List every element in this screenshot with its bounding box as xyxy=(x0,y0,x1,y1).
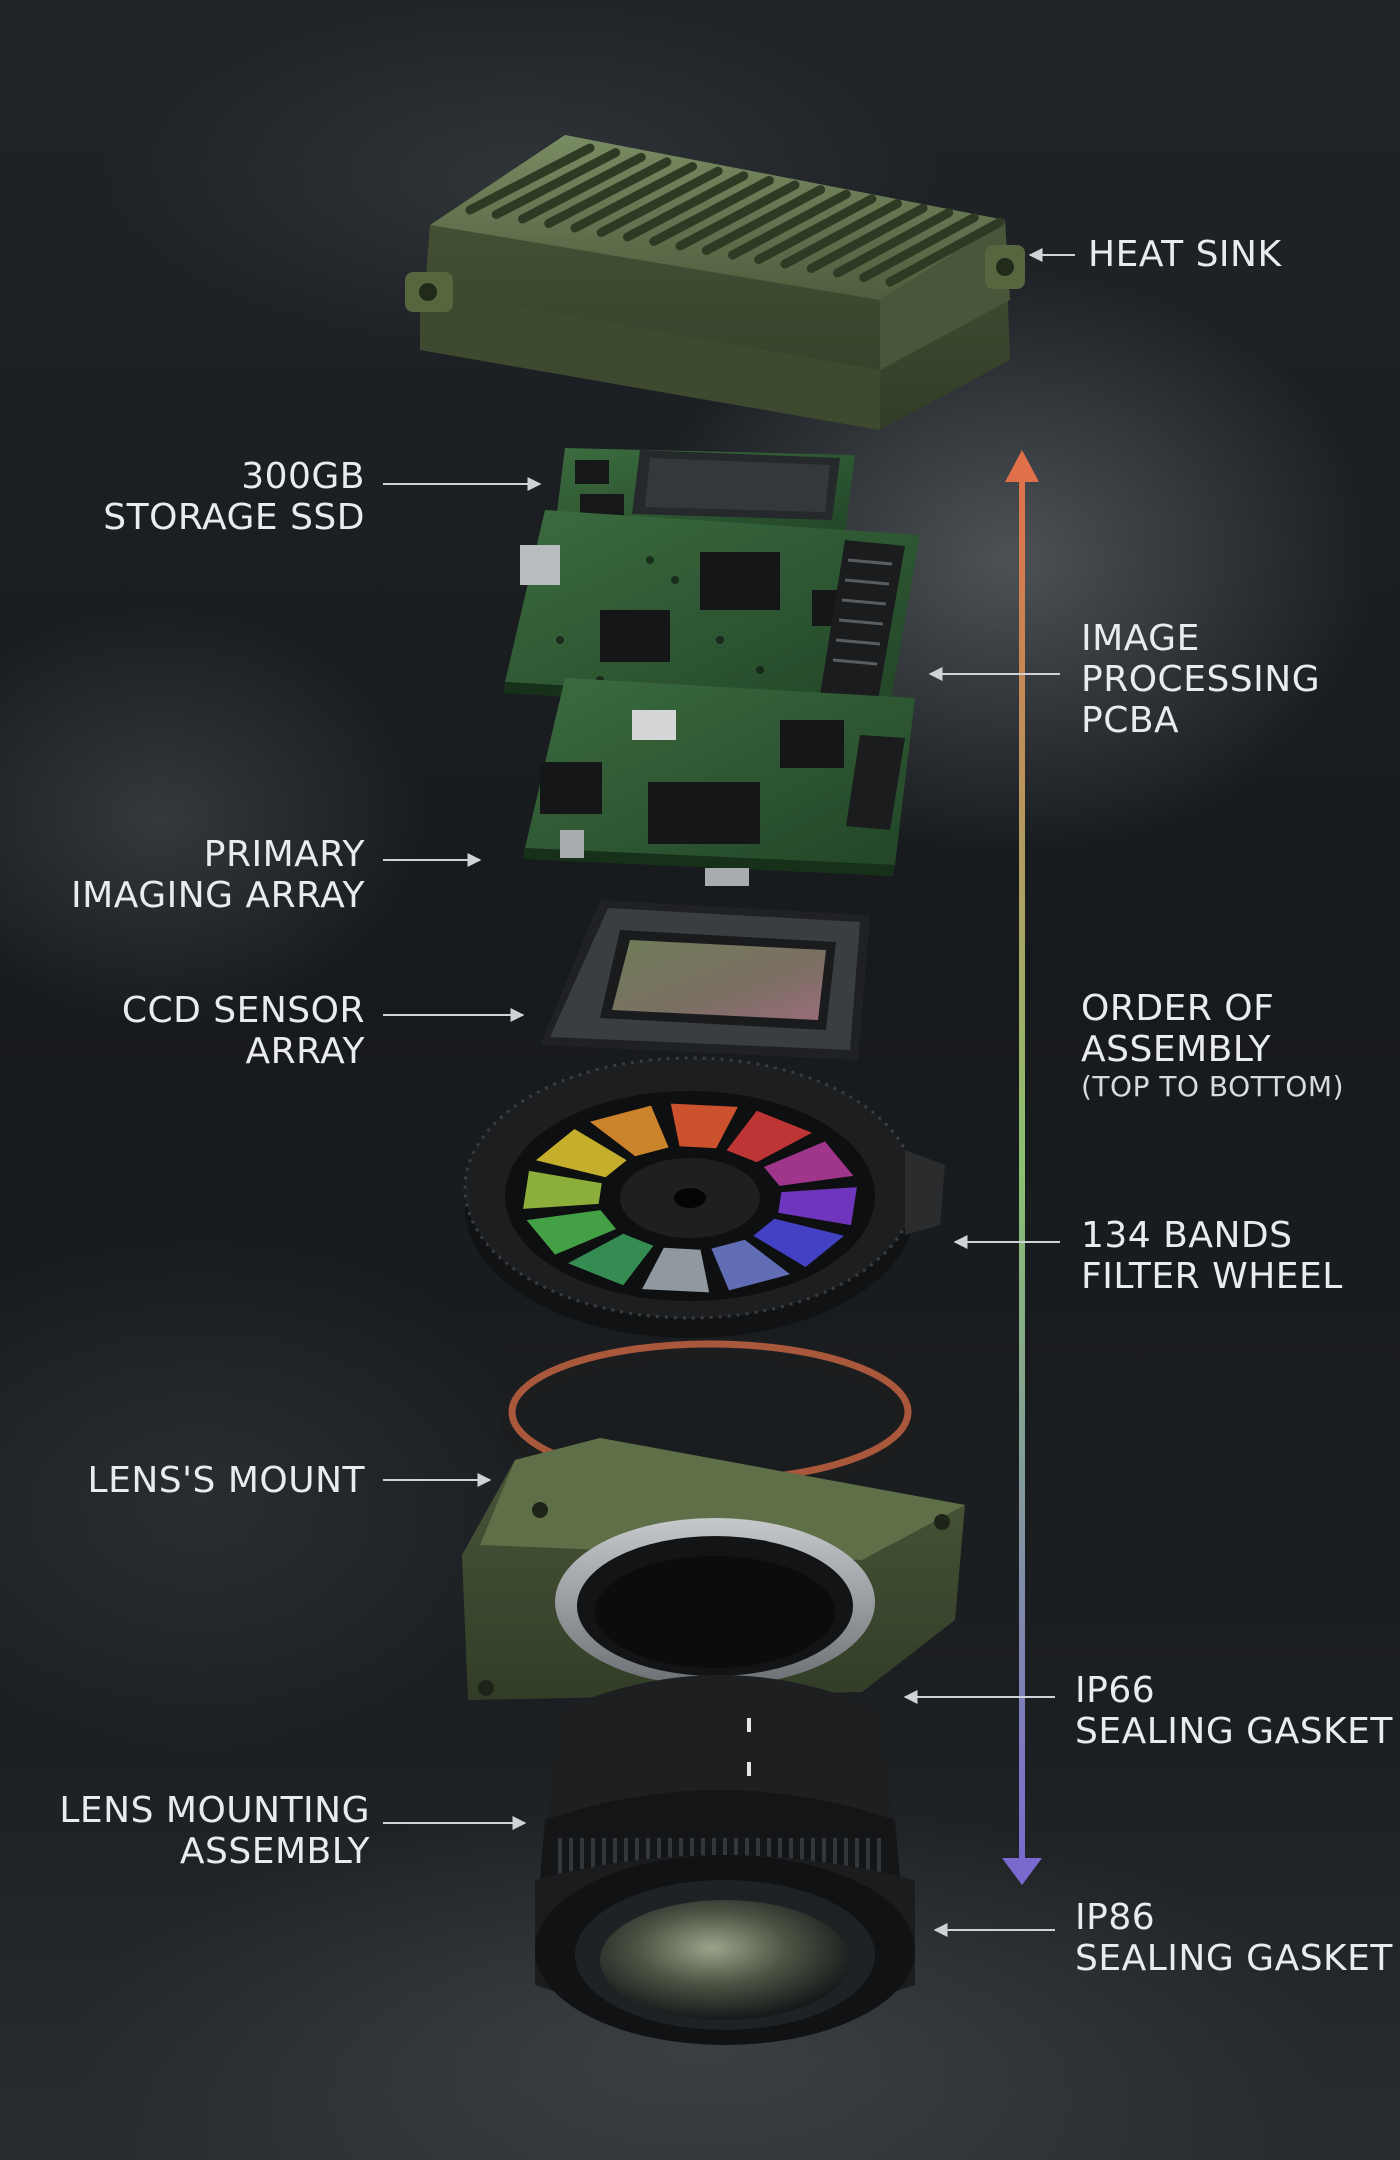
label-ip66-gasket: IP66 SEALING GASKET xyxy=(1075,1670,1393,1752)
label-filter-wheel: 134 BANDS FILTER WHEEL xyxy=(1081,1215,1343,1297)
filter-band-segment xyxy=(726,1110,812,1163)
filter-band-segment xyxy=(642,1247,710,1293)
storage-ssd xyxy=(555,448,855,535)
label-heat-sink-line-1: HEAT SINK xyxy=(1088,234,1282,275)
leader-lines xyxy=(383,248,1075,1937)
filter-band-segment xyxy=(523,1170,602,1209)
label-pcba-line-2: PROCESSING xyxy=(1081,659,1321,700)
lens-mount xyxy=(462,1438,965,1700)
label-ip86-gasket: IP86 SEALING GASKET xyxy=(1075,1897,1393,1979)
heat-sink-fin xyxy=(806,203,928,273)
label-storage-ssd: 300GB STORAGE SSD xyxy=(103,456,365,538)
label-filter-line-2: FILTER WHEEL xyxy=(1081,1256,1343,1297)
label-ccd-line-2: ARRAY xyxy=(245,1031,365,1072)
label-ip66-line-2: SEALING GASKET xyxy=(1075,1711,1393,1752)
label-order-line-1: ORDER OF xyxy=(1081,988,1275,1029)
filter-band-segment xyxy=(753,1218,845,1267)
label-storage-ssd-line-2: STORAGE SSD xyxy=(103,497,365,538)
filter-band-segment xyxy=(778,1187,857,1226)
label-ccd-sensor-array: CCD SENSOR ARRAY xyxy=(122,990,365,1072)
filter-band-segment xyxy=(711,1239,791,1291)
label-lens-mount: LENS'S MOUNT xyxy=(88,1460,365,1501)
label-lens-assembly-line-2: ASSEMBLY xyxy=(179,1831,370,1872)
label-order-of-assembly: ORDER OF ASSEMBLY (TOP TO BOTTOM) xyxy=(1081,988,1344,1104)
assembly-order-arrow xyxy=(1002,450,1042,1885)
heat-sink-fin xyxy=(570,162,697,233)
label-pcba-line-1: IMAGE xyxy=(1081,618,1200,659)
heat-sink-fin xyxy=(623,171,749,242)
heat-sink-fin xyxy=(859,212,979,282)
label-ip66-line-1: IP66 xyxy=(1075,1670,1156,1711)
label-order-line-2: ASSEMBLY xyxy=(1081,1029,1272,1070)
heat-sink xyxy=(405,135,1025,430)
label-pcba-line-3: PCBA xyxy=(1081,700,1180,741)
heat-sink-fin xyxy=(491,148,621,219)
lens-mounting-assembly xyxy=(535,1675,915,2045)
label-primary-imaging-line-1: PRIMARY xyxy=(203,834,365,875)
filter-band-segment xyxy=(763,1141,854,1186)
heat-sink-fin xyxy=(518,152,646,224)
heat-sink-fin xyxy=(701,185,826,255)
label-primary-imaging-line-2: IMAGING ARRAY xyxy=(71,875,365,916)
label-filter-line-1: 134 BANDS xyxy=(1081,1215,1293,1256)
label-lens-assembly-line-1: LENS MOUNTING xyxy=(59,1790,370,1831)
heat-sink-fin xyxy=(728,189,851,260)
filter-band-segment xyxy=(589,1105,669,1157)
label-ip86-line-1: IP86 xyxy=(1075,1897,1156,1938)
label-heat-sink: HEAT SINK xyxy=(1088,234,1282,275)
filter-wheel xyxy=(463,1056,945,1338)
heat-sink-fin xyxy=(833,208,954,278)
heat-sink-fin xyxy=(780,199,902,269)
label-lens-mounting-assembly: LENS MOUNTING ASSEMBLY xyxy=(59,1790,370,1872)
heat-sink-fin xyxy=(649,175,774,246)
label-storage-ssd-line-1: 300GB xyxy=(241,456,365,497)
label-order-note: (TOP TO BOTTOM) xyxy=(1081,1070,1344,1103)
heat-sink-fin xyxy=(596,166,723,237)
label-ccd-line-1: CCD SENSOR xyxy=(121,990,365,1031)
filter-band-segment xyxy=(670,1103,738,1149)
ccd-sensor-array xyxy=(540,900,870,1060)
filter-band-segment xyxy=(526,1210,617,1255)
label-ip86-line-2: SEALING GASKET xyxy=(1075,1938,1393,1979)
filter-band-segment xyxy=(568,1233,654,1286)
filter-band-segment xyxy=(535,1129,627,1178)
heat-sink-fin xyxy=(885,217,1005,287)
label-lens-mount-line-1: LENS'S MOUNT xyxy=(87,1460,365,1501)
label-primary-imaging-array: PRIMARY IMAGING ARRAY xyxy=(71,834,365,916)
heat-sink-fin xyxy=(754,194,877,264)
label-image-processing-pcba: IMAGE PROCESSING PCBA xyxy=(1081,618,1320,741)
heat-sink-fin xyxy=(465,143,595,215)
heat-sink-fin xyxy=(675,180,800,251)
heat-sink-fin xyxy=(544,157,672,228)
primary-imaging-array xyxy=(523,678,915,886)
